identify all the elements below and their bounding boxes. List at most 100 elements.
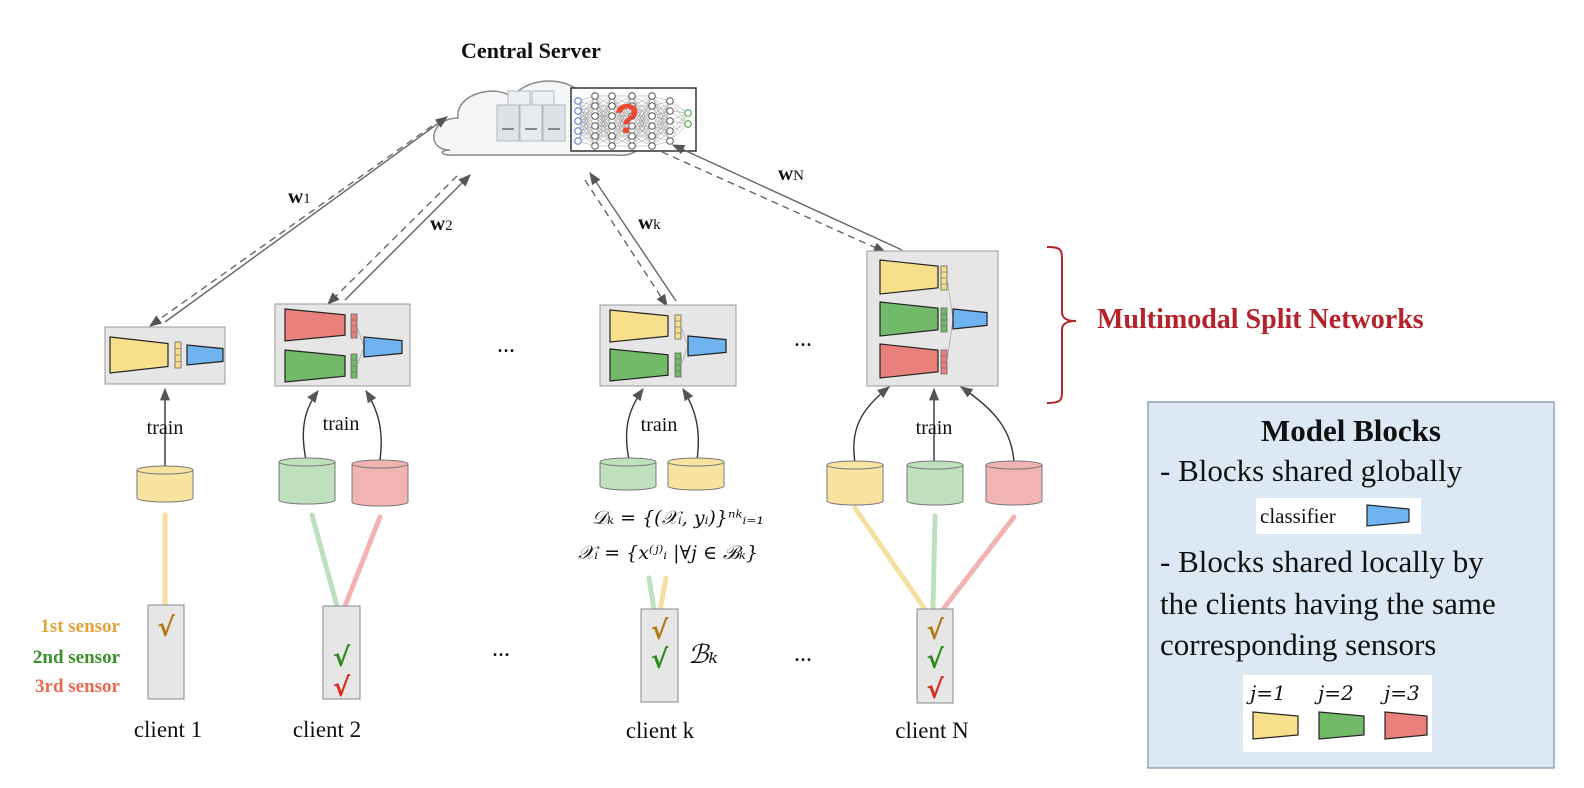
nn-node xyxy=(648,92,656,100)
legend-j1: j=1 xyxy=(1246,681,1286,705)
client-name-N: client N xyxy=(895,718,969,743)
classifier-block xyxy=(952,308,988,330)
input-formula: 𝒳ᵢ = {x⁽ʲ⁾ᵢ |∀j ∈ ℬₖ} xyxy=(578,542,758,564)
train-label-N: train xyxy=(916,417,953,439)
ellipsis-model-1: ... xyxy=(497,332,515,358)
client-names: client 1 client 2 client k client N xyxy=(134,717,969,743)
encoder-block xyxy=(879,343,939,379)
nn-node xyxy=(684,109,692,117)
nn-node xyxy=(608,132,616,140)
nn-node xyxy=(608,112,616,120)
client-name-k: client k xyxy=(626,718,695,743)
dataset-cylinder xyxy=(351,459,409,507)
encoder-block xyxy=(609,348,669,382)
nn-node xyxy=(591,142,599,150)
model-block-client-k xyxy=(599,304,737,387)
dataset-cylinder xyxy=(906,460,964,506)
arrow-w2-down xyxy=(327,175,458,305)
arrow-wN-down xyxy=(661,151,887,253)
train-label-1: train xyxy=(147,417,184,439)
nn-node xyxy=(684,120,692,128)
nn-node xyxy=(574,107,582,115)
question-mark: ? xyxy=(614,95,640,142)
client-name-2: client 2 xyxy=(293,717,361,742)
train-labels: train train train train xyxy=(147,413,953,439)
split-networks-label: Multimodal Split Networks xyxy=(1097,304,1424,335)
nn-node xyxy=(628,102,636,110)
encoder-block xyxy=(879,301,939,337)
ellipsis-client-2: ... xyxy=(794,641,812,667)
nn-node xyxy=(628,132,636,140)
nn-node xyxy=(608,92,616,100)
neural-network-question-icon: ? xyxy=(570,87,697,152)
nn-node xyxy=(648,102,656,110)
sensor-check-icon: √ xyxy=(333,673,351,703)
sensor-lines xyxy=(162,505,1017,613)
encoder-block xyxy=(284,308,346,342)
classifier-block xyxy=(186,344,224,366)
legend-block-j1 xyxy=(1252,711,1299,740)
sensor-check-icon: √ xyxy=(157,613,175,643)
model-block-client-1 xyxy=(104,326,226,385)
arrow-w1-up xyxy=(164,116,449,323)
encoder-block xyxy=(109,336,169,374)
nn-node xyxy=(666,117,674,125)
train-arrows xyxy=(159,386,1015,466)
legend-global-text: - Blocks shared globally xyxy=(1160,453,1463,488)
classifier-block xyxy=(363,336,403,358)
model-blocks xyxy=(104,250,999,387)
sensor-check-icon: √ xyxy=(926,616,944,646)
model-block-client-N xyxy=(866,250,999,387)
legend-title: Model Blocks xyxy=(1261,413,1441,448)
nn-node xyxy=(628,122,636,130)
sensor-check-icon: √ xyxy=(651,616,669,646)
legend-local-line-2: the clients having the same xyxy=(1160,586,1496,621)
train-label-2: train xyxy=(323,413,360,435)
nn-node xyxy=(574,97,582,105)
nn-node xyxy=(574,137,582,145)
nn-node xyxy=(628,142,636,150)
legend-j2: j=2 xyxy=(1314,681,1354,705)
legend-j3: j=3 xyxy=(1380,681,1420,705)
sensor-check-icon: √ xyxy=(333,643,351,673)
sensor-legend: 1st sensor 2nd sensor 3rd sensor xyxy=(33,616,121,697)
datasets xyxy=(136,457,1043,507)
legend-local-line-3: corresponding sensors xyxy=(1160,627,1436,662)
client-sensor-box-2: √√ xyxy=(322,605,361,703)
ellipsis-client-1: ... xyxy=(492,636,510,662)
nn-node xyxy=(666,107,674,115)
nn-node xyxy=(608,102,616,110)
classifier-block xyxy=(687,335,727,357)
dataset-cylinder xyxy=(136,465,194,503)
weight-label-2: w2 xyxy=(430,211,453,235)
dataset-cylinder xyxy=(985,460,1043,506)
nn-node xyxy=(648,132,656,140)
nn-node xyxy=(666,137,674,145)
ellipsis-model-2: ... xyxy=(794,326,812,352)
nn-node xyxy=(574,117,582,125)
nn-node xyxy=(648,142,656,150)
client-sensor-box-4: √√√ xyxy=(916,608,954,705)
nn-node xyxy=(591,112,599,120)
nn-node xyxy=(628,112,636,120)
sensor-check-icon: √ xyxy=(651,645,669,675)
client-sensor-box-3: √√ xyxy=(640,608,679,703)
arrow-wk-down xyxy=(584,179,668,308)
legend-local-line-1: - Blocks shared locally by xyxy=(1160,544,1484,579)
nn-node xyxy=(666,97,674,105)
legend-block-j3 xyxy=(1384,711,1428,740)
dataset-formula: 𝒟ₖ = {(𝒳ᵢ, yᵢ)}ⁿᵏᵢ₌₁ xyxy=(592,507,764,529)
dataset-cylinder xyxy=(826,460,884,506)
dataset-cylinder xyxy=(278,457,336,505)
legend-block-j2 xyxy=(1318,711,1365,740)
nn-node xyxy=(574,127,582,135)
server-title: Central Server xyxy=(461,38,601,63)
nn-node xyxy=(608,142,616,150)
brace xyxy=(1046,246,1077,404)
encoder-block xyxy=(879,259,939,295)
model-block-client-2 xyxy=(274,303,411,387)
nn-node xyxy=(591,92,599,100)
sensor-label-3: 3rd sensor xyxy=(35,676,121,697)
